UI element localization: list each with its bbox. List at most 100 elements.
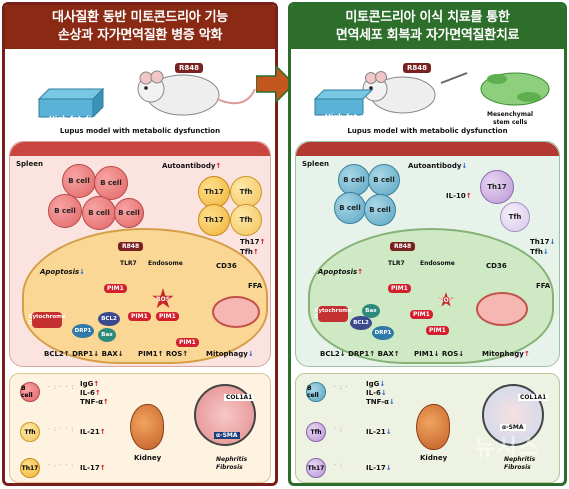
model-caption: Lupus model with metabolic dysfunction [347, 127, 508, 135]
cytokine-dots: · : · · : [48, 384, 75, 391]
protein-status-row: BCL2↓ DRP1↑ BAX↑ [320, 350, 400, 358]
up-arrow: ↑ [215, 162, 222, 170]
cytokine-dots: · : · · : [48, 462, 75, 469]
b-cell: B cell [368, 164, 400, 196]
tnfa-label: TNF-α↑ [80, 398, 109, 406]
cytochrome-c: Cytochrome C [314, 306, 352, 322]
b-cell: B cell [334, 192, 366, 224]
mitochondrion [476, 292, 528, 326]
spleen-panel: Spleen B cell B cell B cell B cell B cel… [9, 141, 271, 367]
mitophagy-label: Mitophagy↑ [482, 350, 530, 358]
kidney-b-cell: B cell [20, 382, 40, 402]
spleen-label: Spleen [302, 160, 329, 168]
il6-label: IL-6↓ [366, 389, 387, 397]
fibrosis-label: Fibrosis [504, 464, 531, 471]
kidney-tfh-cell: Tfh [306, 422, 326, 442]
b-cell: B cell [94, 166, 128, 200]
th17-cell: Th17 [480, 170, 514, 204]
th17-status: Th17↓ [530, 238, 556, 246]
mouse-illustration [37, 70, 256, 119]
panel-title: 미토콘드리아 이식 치료를 통한 면역세포 회복과 자가면역질환치료 [291, 5, 564, 49]
pim1-marker: PIM1 [176, 338, 199, 347]
apoptosis-label: Apoptosis↑ [318, 268, 364, 276]
title-line-2: 면역세포 회복과 자가면역질환치료 [335, 28, 520, 43]
b-cell: B cell [62, 164, 96, 198]
ffa-label: FFA [248, 282, 263, 290]
apoptosis-label: Apoptosis↓ [40, 268, 86, 276]
kidney-icon [130, 404, 164, 450]
nephritis-label: Nephritis [504, 456, 536, 463]
kidney-panel: B cell Tfh Th17 · : · · : · : IgG↓ IL-6↓… [295, 373, 560, 483]
cd36-label: CD36 [216, 262, 237, 270]
panel-treatment: 미토콘드리아 이식 치료를 통한 면역세포 회복과 자가면역질환치료 R848 … [288, 2, 567, 486]
drp1-protein: DRP1 [72, 324, 94, 338]
cell-membrane [296, 142, 559, 156]
kidney-icon [416, 404, 450, 450]
pim1-marker: PIM1 [426, 326, 449, 335]
kidney-label: Kidney [420, 454, 448, 462]
il10-label: IL-10↑ [446, 192, 472, 200]
transition-arrow-icon [256, 64, 296, 104]
tlr7-label: TLR7 [388, 260, 405, 267]
th17-status: Th17↑ [240, 238, 266, 246]
model-caption: Lupus model with metabolic dysfunction [59, 127, 221, 135]
tnfa-label: TNF-α↓ [366, 398, 395, 406]
il6-label: IL-6↑ [80, 389, 101, 397]
ffa-label: FFA [536, 282, 551, 290]
pim1-marker: PIM1 [104, 284, 127, 293]
mitochondrion [212, 296, 260, 328]
mouse-model: R848 High-fat diet Mesenchymal stem cell… [291, 49, 564, 137]
tfh-status: Tfh↓ [530, 248, 549, 256]
cytokine-dots: · : [334, 426, 343, 433]
r848-receptor: R848 [118, 242, 144, 251]
kidney-th17-cell: Th17 [20, 458, 40, 478]
autoantibody-label: Autoantibody↑ [162, 162, 222, 170]
msc-label-2: stem cells [493, 119, 528, 126]
pim-ros-status: PIM1↑ ROS↑ [138, 350, 189, 358]
kidney-panel: B cell Tfh Th17 · : · · : · : · · : · : … [9, 373, 271, 483]
b-cell: B cell [48, 194, 82, 228]
title-line-2: 손상과 자가면역질환 병증 악화 [57, 28, 223, 43]
fibrosis-label: Fibrosis [216, 464, 243, 471]
mitophagy-label: Mitophagy↓ [206, 350, 254, 358]
bax-protein: Bax [362, 304, 380, 318]
mouse-illustration [313, 71, 550, 116]
igg-label: IgG↑ [80, 380, 100, 388]
asma-label: α-SMA [500, 424, 526, 431]
cytokine-dots: · : [334, 462, 343, 469]
kidney-tfh-cell: Tfh [20, 422, 40, 442]
il17-label: IL-17↓ [366, 464, 392, 472]
igg-label: IgG↓ [366, 380, 386, 388]
panel-disease: 대사질환 동반 미토콘드리아 기능 손상과 자가면역질환 병증 악화 R848 … [2, 2, 278, 486]
b-cell: B cell [82, 196, 116, 230]
tfh-cell: Tfh [230, 204, 262, 236]
drp1-protein: DRP1 [372, 326, 394, 340]
kidney-b-cell: B cell [306, 382, 326, 402]
diet-label: High-fat diet [325, 113, 376, 121]
msc-label: Mesenchymal [487, 111, 534, 118]
title-line-1: 미토콘드리아 이식 치료를 통한 [345, 10, 510, 25]
tfh-cell: Tfh [500, 202, 530, 232]
b-cell: B cell [114, 198, 144, 228]
il17-label: IL-17↑ [80, 464, 106, 472]
autoantibody-label: Autoantibody↓ [408, 162, 468, 170]
pim1-marker: PIM1 [156, 312, 179, 321]
col1a1-label: COL1A1 [518, 394, 549, 401]
cell-membrane [10, 142, 270, 156]
mouse-model: R848 High-fat diet [5, 49, 275, 137]
watermark-text: 뉴시스 [474, 436, 541, 461]
cytokine-dots: · : · · : [48, 426, 75, 433]
th17-cell: Th17 [198, 204, 230, 236]
r848-badge: R848 [403, 63, 432, 73]
kidney-th17-cell: Th17 [306, 458, 326, 478]
spleen-label: Spleen [16, 160, 43, 168]
pim1-marker: PIM1 [128, 312, 151, 321]
spleen-panel: Spleen B cell B cell B cell B cell Autoa… [295, 141, 560, 367]
nephritis-label: Nephritis [216, 456, 248, 463]
tfh-status: Tfh↑ [240, 248, 259, 256]
b-cell: B cell [364, 194, 396, 226]
cytochrome-c: Cytochrome C [28, 312, 66, 328]
endosome-label: Endosome [148, 260, 183, 267]
cytokine-dots: · : · [334, 384, 349, 391]
col1a1-label: COL1A1 [224, 394, 255, 401]
